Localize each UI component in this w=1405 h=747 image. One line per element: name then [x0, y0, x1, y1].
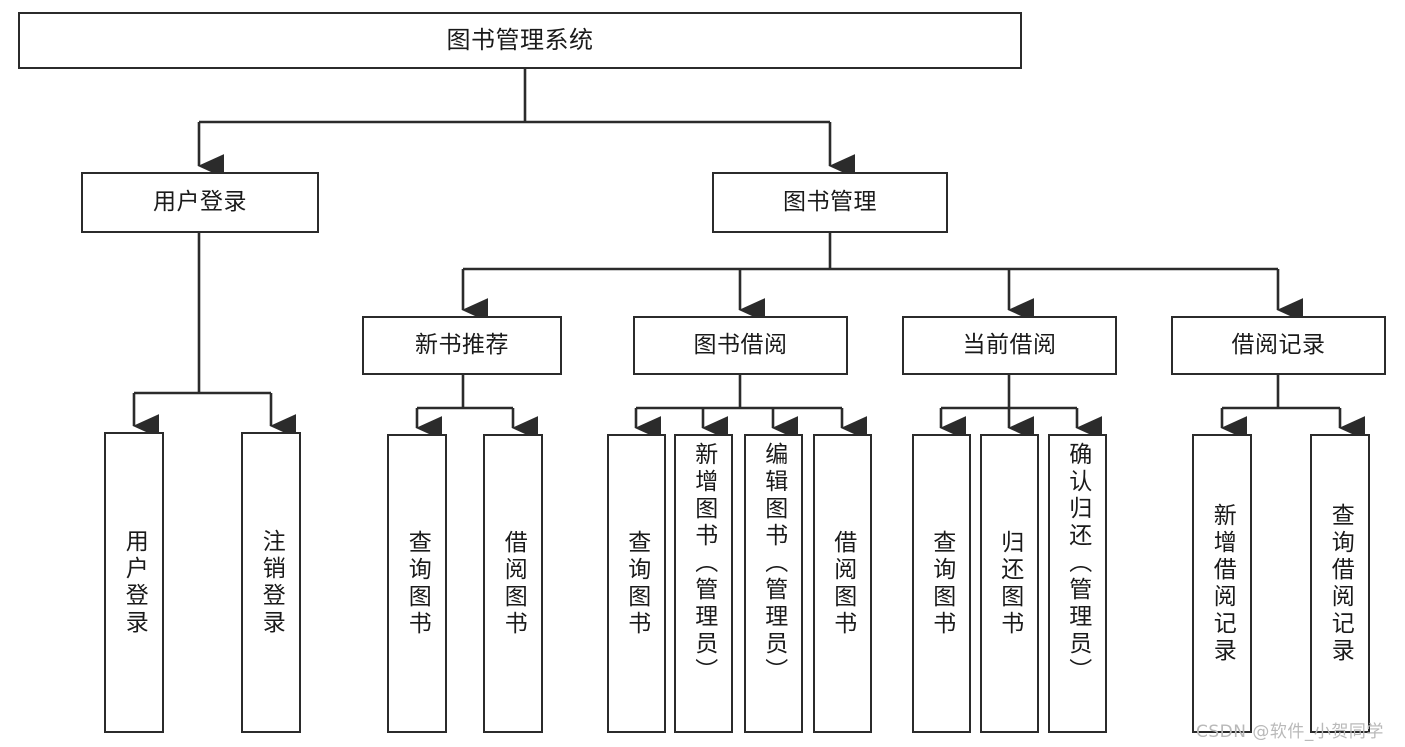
leaf-query-book-recommend[interactable]: 查询图书 [387, 434, 447, 733]
leaf-confirm-return-admin[interactable]: 确认归还（管理员） [1048, 434, 1107, 733]
node-book-management-label: 图书管理 [783, 188, 877, 215]
leaf-edit-book-admin[interactable]: 编辑图书（管理员） [744, 434, 803, 733]
node-book-borrow-label: 图书借阅 [693, 331, 788, 358]
node-borrow-record-label: 借阅记录 [1231, 331, 1326, 358]
leaf-return-book-label: 归还图书 [996, 529, 1023, 638]
node-current-borrow-label: 当前借阅 [962, 331, 1057, 358]
leaf-query-borrow-record-label: 查询借阅记录 [1327, 502, 1354, 665]
node-book-management[interactable]: 图书管理 [712, 172, 948, 233]
node-current-borrow[interactable]: 当前借阅 [902, 316, 1117, 375]
watermark-csdn: CSDN @软件_小贺同学 [1196, 722, 1384, 742]
leaf-query-book-current[interactable]: 查询图书 [912, 434, 971, 733]
leaf-user-login-label: 用户登录 [121, 528, 148, 637]
leaf-query-book-borrow[interactable]: 查询图书 [607, 434, 666, 733]
leaf-add-borrow-record-label: 新增借阅记录 [1209, 502, 1236, 665]
leaf-edit-book-admin-label: 编辑图书（管理员） [760, 442, 787, 685]
node-root[interactable]: 图书管理系统 [18, 12, 1022, 69]
leaf-query-borrow-record[interactable]: 查询借阅记录 [1310, 434, 1370, 733]
leaf-return-book[interactable]: 归还图书 [980, 434, 1039, 733]
leaf-user-login[interactable]: 用户登录 [104, 432, 164, 733]
leaf-borrow-book-recommend-label: 借阅图书 [500, 529, 527, 638]
node-root-label: 图书管理系统 [446, 26, 594, 55]
leaf-borrow-book-recommend[interactable]: 借阅图书 [483, 434, 543, 733]
leaf-query-book-borrow-label: 查询图书 [623, 529, 650, 638]
leaf-confirm-return-admin-label: 确认归还（管理员） [1064, 442, 1091, 685]
node-user-login[interactable]: 用户登录 [81, 172, 319, 233]
leaf-borrow-book-borrow[interactable]: 借阅图书 [813, 434, 872, 733]
leaf-add-borrow-record[interactable]: 新增借阅记录 [1192, 434, 1252, 733]
leaf-logout[interactable]: 注销登录 [241, 432, 301, 733]
leaf-logout-label: 注销登录 [258, 528, 285, 637]
node-new-book-recommend-label: 新书推荐 [415, 331, 509, 358]
node-user-login-label: 用户登录 [153, 188, 247, 215]
leaf-query-book-recommend-label: 查询图书 [404, 529, 431, 638]
leaf-add-book-admin-label: 新增图书（管理员） [690, 442, 717, 685]
node-new-book-recommend[interactable]: 新书推荐 [362, 316, 562, 375]
leaf-borrow-book-borrow-label: 借阅图书 [829, 529, 856, 638]
leaf-query-book-current-label: 查询图书 [928, 529, 955, 638]
node-borrow-record[interactable]: 借阅记录 [1171, 316, 1386, 375]
node-book-borrow[interactable]: 图书借阅 [633, 316, 848, 375]
leaf-add-book-admin[interactable]: 新增图书（管理员） [674, 434, 733, 733]
